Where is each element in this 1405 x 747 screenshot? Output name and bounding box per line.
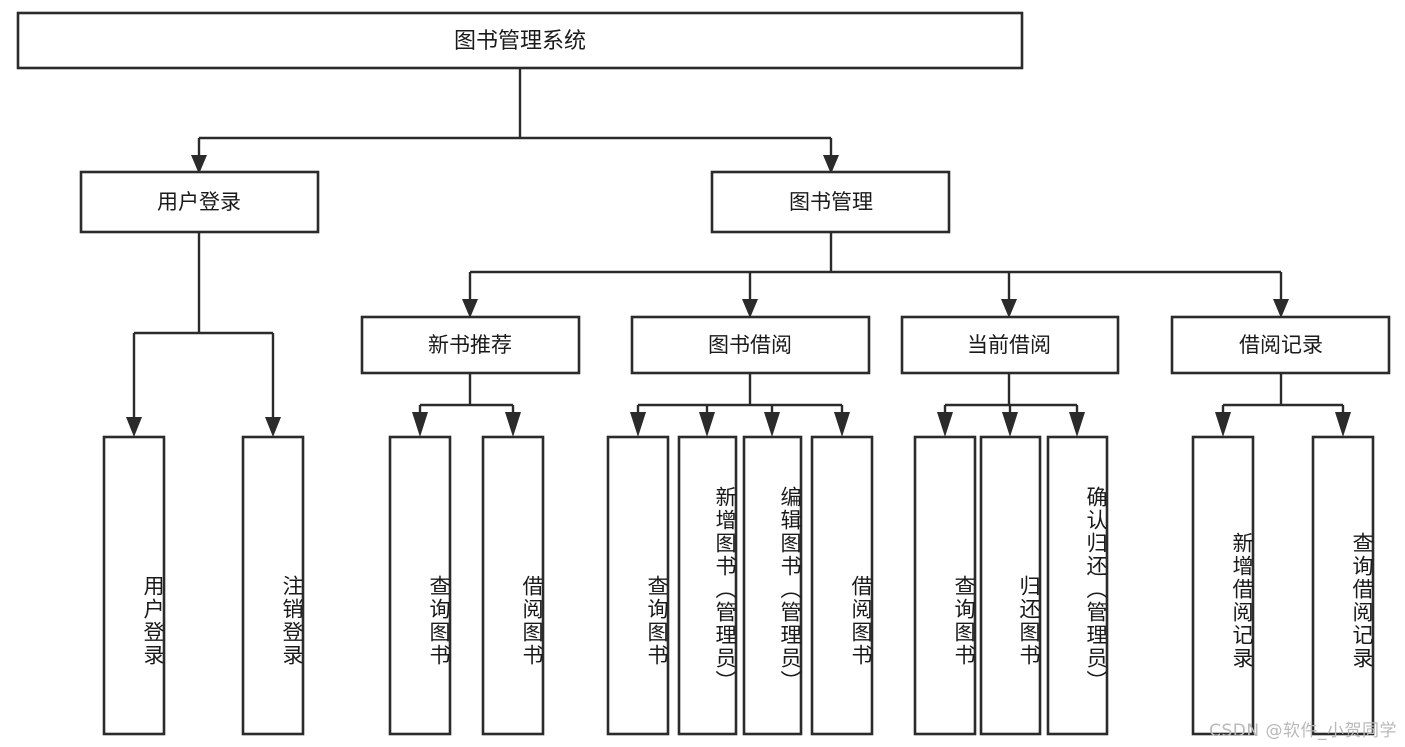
leaf-confirm-return-admin-box[interactable]	[1046, 435, 1109, 736]
leaf-query-book-2-box[interactable]	[606, 435, 670, 736]
arrow-to-book-manage	[823, 155, 839, 174]
arrow-to-book-borrow	[742, 299, 758, 318]
node-borrow-record[interactable]: 借阅记录	[1170, 315, 1391, 375]
csdn-watermark: CSDN @软件_小贺同学	[1209, 721, 1397, 741]
arrow-leaf-user-login	[126, 417, 142, 437]
arrow-leaf-add-book-admin	[699, 412, 715, 437]
leaf-return-book-box[interactable]	[979, 435, 1042, 736]
node-layer: 图书管理系统 用户登录 图书管理 新书推荐 图书借阅 当前	[16, 11, 1391, 736]
node-book-borrow-box[interactable]	[630, 315, 871, 375]
leaf-edit-book-admin-box[interactable]	[742, 435, 803, 736]
arrow-leaf-borrow-book-2	[834, 412, 850, 437]
leaf-borrow-book-2-box[interactable]	[810, 435, 874, 736]
node-new-book-recommend-box[interactable]	[360, 315, 581, 375]
node-user-login[interactable]: 用户登录	[79, 170, 320, 234]
arrow-leaf-edit-book-admin	[764, 412, 780, 437]
arrow-leaf-logout-login	[265, 417, 281, 437]
leaf-query-book-3-box[interactable]	[913, 435, 977, 736]
arrow-to-current-borrow	[1001, 299, 1017, 318]
node-borrow-record-label: 借阅记录	[1239, 333, 1323, 357]
arrow-to-user-login	[191, 155, 207, 174]
leaf-borrow-book-1-box[interactable]	[481, 435, 545, 736]
leaf-query-borrow-record-box[interactable]	[1311, 435, 1375, 736]
node-new-book-recommend-label: 新书推荐	[428, 333, 512, 357]
node-user-login-label: 用户登录	[157, 190, 241, 214]
node-root[interactable]: 图书管理系统	[16, 11, 1024, 70]
leaf-query-book-1-box[interactable]	[388, 435, 452, 736]
leaf-logout-login-box[interactable]	[241, 435, 305, 736]
connector-layer	[126, 68, 1351, 437]
node-root-label: 图书管理系统	[454, 29, 586, 54]
node-book-borrow[interactable]: 图书借阅	[630, 315, 871, 375]
node-book-borrow-label: 图书借阅	[708, 333, 792, 357]
leaf-add-book-admin-box[interactable]	[677, 435, 738, 736]
node-book-manage-box[interactable]	[710, 170, 951, 234]
arrow-leaf-query-book-1	[412, 412, 428, 437]
node-borrow-record-box[interactable]	[1170, 315, 1391, 375]
node-new-book-recommend[interactable]: 新书推荐	[360, 315, 581, 375]
node-root-box[interactable]	[16, 11, 1024, 70]
leaf-add-borrow-record-box[interactable]	[1191, 435, 1255, 736]
arrow-leaf-confirm-return-admin	[1069, 412, 1085, 437]
node-user-login-box[interactable]	[79, 170, 320, 234]
arrow-leaf-query-book-3	[937, 412, 953, 437]
arrow-to-borrow-record	[1273, 299, 1289, 318]
node-book-manage-label: 图书管理	[789, 190, 873, 214]
arrow-to-new-book-recommend	[462, 299, 478, 318]
arrow-leaf-add-borrow-record	[1215, 412, 1231, 437]
leaf-user-login-box[interactable]	[102, 435, 166, 736]
node-current-borrow-box[interactable]	[900, 315, 1120, 375]
node-current-borrow[interactable]: 当前借阅	[900, 315, 1120, 375]
arrow-leaf-query-borrow-record	[1335, 412, 1351, 437]
node-current-borrow-label: 当前借阅	[967, 333, 1051, 357]
node-book-manage[interactable]: 图书管理	[710, 170, 951, 234]
arrow-leaf-borrow-book-1	[505, 412, 521, 437]
arrow-leaf-return-book	[1002, 412, 1018, 437]
arrow-leaf-query-book-2	[630, 412, 646, 437]
